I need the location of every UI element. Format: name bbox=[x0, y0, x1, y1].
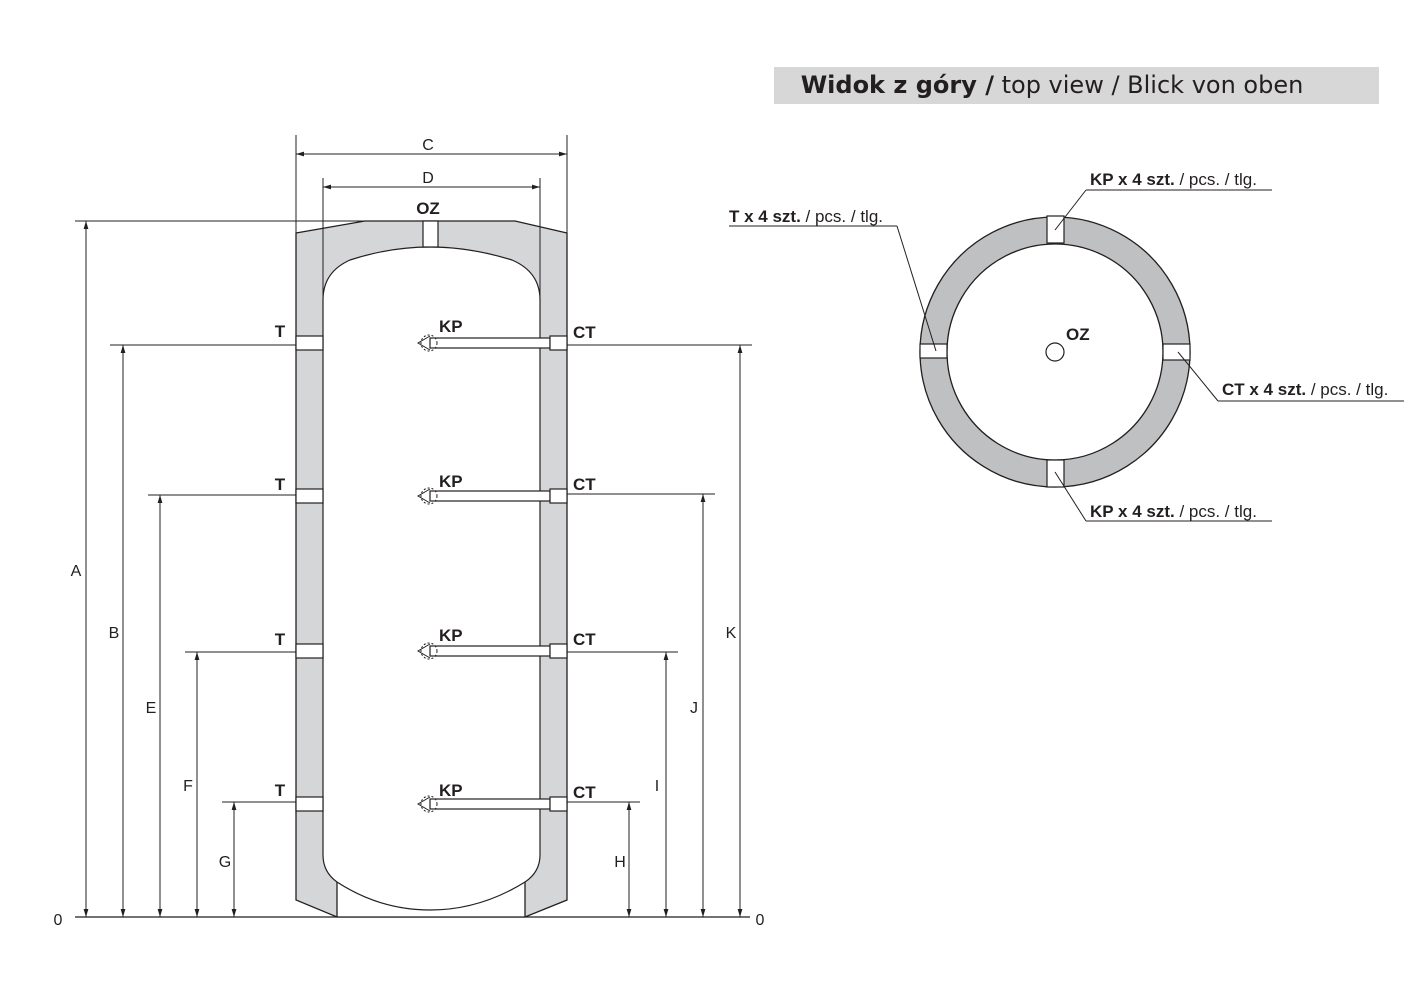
callout-kp-top-bold: KP x 4 szt. bbox=[1090, 170, 1175, 189]
oz-connection bbox=[422, 220, 439, 248]
callout-kp-top-rest: / pcs. / tlg. bbox=[1175, 170, 1257, 189]
callout-kp-bottom-rest: / pcs. / tlg. bbox=[1175, 502, 1257, 521]
svg-text:T x 4 szt. / pcs. / tlg.: T x 4 szt. / pcs. / tlg. bbox=[729, 207, 883, 226]
callout-ct: CT x 4 szt. / pcs. / tlg. bbox=[1177, 351, 1404, 402]
ct-port bbox=[549, 796, 568, 812]
callout-kp-bottom-bold: KP x 4 szt. bbox=[1090, 502, 1175, 521]
t-label: T bbox=[275, 630, 286, 649]
kp-label: KP bbox=[439, 626, 463, 645]
oz-connection-top bbox=[1045, 342, 1065, 362]
callout-t-bold: T x 4 szt. bbox=[729, 207, 801, 226]
kp-label: KP bbox=[439, 781, 463, 800]
kp-pipe bbox=[429, 337, 551, 349]
t-port bbox=[295, 643, 324, 659]
tank-vessel bbox=[322, 246, 541, 911]
header-bold: Widok z góry / bbox=[801, 71, 995, 99]
tank-top-view: OZ T x 4 szt. / pcs. / tlg. KP x 4 szt. … bbox=[729, 170, 1404, 522]
kp-label: KP bbox=[439, 472, 463, 491]
ct-port bbox=[549, 335, 568, 351]
port-row-3: T KP CT bbox=[275, 626, 596, 660]
zero-right: 0 bbox=[756, 912, 765, 929]
kp-pipe bbox=[429, 645, 551, 657]
kp-label: KP bbox=[439, 317, 463, 336]
dim-a: A bbox=[71, 563, 82, 580]
t-port bbox=[295, 796, 324, 812]
dim-k: K bbox=[726, 625, 737, 642]
dim-c: C bbox=[422, 137, 434, 154]
ct-label: CT bbox=[573, 475, 596, 494]
ct-label: CT bbox=[573, 630, 596, 649]
svg-text:Widok z góry / top view / Blic: Widok z góry / top view / Blick von oben bbox=[801, 71, 1304, 99]
t-label: T bbox=[275, 781, 286, 800]
callout-kp-bottom: KP x 4 szt. / pcs. / tlg. bbox=[1054, 471, 1272, 522]
dim-f: F bbox=[183, 778, 193, 795]
t-port bbox=[295, 335, 324, 351]
oz-label: OZ bbox=[416, 199, 440, 218]
dim-b: B bbox=[109, 625, 120, 642]
svg-text:KP x 4 szt. / pcs. / tlg.: KP x 4 szt. / pcs. / tlg. bbox=[1090, 170, 1257, 189]
ct-port bbox=[549, 488, 568, 504]
tank-side-view: OZ C D 0 0 A B E F G K J I bbox=[54, 135, 765, 929]
ct-port-top bbox=[1162, 343, 1191, 361]
callout-ct-rest: / pcs. / tlg. bbox=[1306, 380, 1388, 399]
port-row-2: T KP CT bbox=[275, 472, 596, 505]
dim-i: I bbox=[655, 778, 659, 795]
t-port bbox=[295, 488, 324, 504]
callout-t-rest: / pcs. / tlg. bbox=[801, 207, 883, 226]
t-label: T bbox=[275, 322, 286, 341]
oz-label-top: OZ bbox=[1066, 325, 1090, 344]
ct-port bbox=[549, 643, 568, 659]
header-rest: top view / Blick von oben bbox=[994, 71, 1303, 99]
dim-g: G bbox=[219, 854, 231, 871]
ct-label: CT bbox=[573, 323, 596, 342]
ct-label: CT bbox=[573, 783, 596, 802]
dim-h: H bbox=[614, 854, 626, 871]
svg-text:CT x 4 szt. / pcs. / tlg.: CT x 4 szt. / pcs. / tlg. bbox=[1222, 380, 1388, 399]
zero-left: 0 bbox=[54, 912, 63, 929]
port-row-1: T KP CT bbox=[275, 317, 596, 352]
callout-kp-top: KP x 4 szt. / pcs. / tlg. bbox=[1054, 170, 1272, 231]
dim-d: D bbox=[422, 170, 434, 187]
kp-pipe bbox=[429, 490, 551, 502]
port-row-4: T KP CT bbox=[275, 781, 596, 813]
t-port-top bbox=[919, 343, 948, 359]
kp-pipe bbox=[429, 798, 551, 810]
svg-text:KP x 4 szt. / pcs. / tlg.: KP x 4 szt. / pcs. / tlg. bbox=[1090, 502, 1257, 521]
top-view-header: Widok z góry / top view / Blick von oben bbox=[774, 67, 1379, 104]
t-label: T bbox=[275, 475, 286, 494]
callout-t: T x 4 szt. / pcs. / tlg. bbox=[729, 207, 937, 352]
dim-e: E bbox=[146, 700, 157, 717]
dim-j: J bbox=[690, 700, 698, 717]
callout-ct-bold: CT x 4 szt. bbox=[1222, 380, 1306, 399]
